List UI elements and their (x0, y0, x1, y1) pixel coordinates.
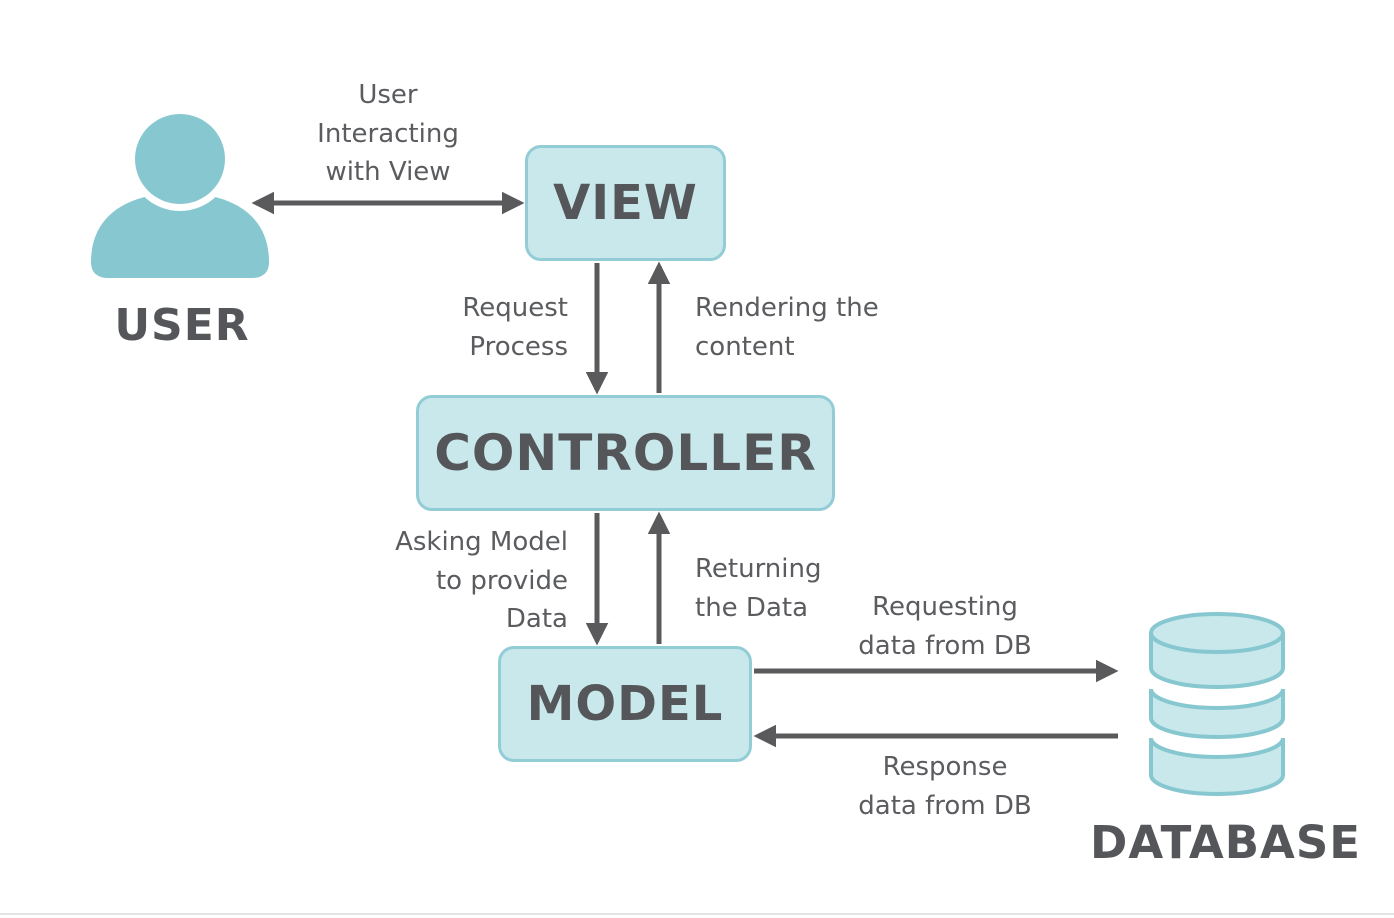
label-asking-model: Asking Model to provide Data (350, 523, 568, 639)
bottom-divider (0, 913, 1394, 915)
controller-label: CONTROLLER (434, 424, 817, 482)
label-response-db: Response data from DB (830, 748, 1060, 825)
model-box: MODEL (498, 646, 752, 762)
label-line: Interacting (317, 118, 459, 149)
label-user-interacting: User Interacting with View (290, 76, 486, 192)
label-line: User (358, 80, 418, 110)
database-label: DATABASE (1090, 816, 1361, 869)
user-icon (91, 107, 269, 278)
label-line: data from DB (858, 630, 1032, 661)
model-label: MODEL (526, 676, 724, 732)
label-requesting-db: Requesting data from DB (830, 588, 1060, 665)
label-returning-data: Returning the Data (695, 550, 821, 627)
label-line: Asking Model (395, 527, 568, 557)
label-line: content (695, 331, 795, 362)
label-line: Process (469, 331, 568, 362)
view-box: VIEW (525, 145, 726, 261)
label-request-process: Request Process (400, 289, 568, 366)
controller-box: CONTROLLER (416, 395, 835, 511)
database-icon (1149, 612, 1285, 796)
label-line: Requesting (872, 592, 1018, 622)
label-line: to provide (435, 565, 568, 596)
label-line: Rendering the (695, 293, 879, 323)
label-line: with View (325, 157, 451, 187)
label-line: the Data (695, 592, 809, 623)
label-line: Request (462, 293, 568, 323)
label-line: data from DB (858, 790, 1032, 821)
label-rendering-content: Rendering the content (695, 289, 879, 366)
view-label: VIEW (553, 175, 698, 231)
user-label: USER (114, 300, 250, 351)
label-line: Returning (695, 554, 822, 584)
label-line: Response (882, 752, 1008, 782)
label-line: Data (505, 604, 568, 634)
